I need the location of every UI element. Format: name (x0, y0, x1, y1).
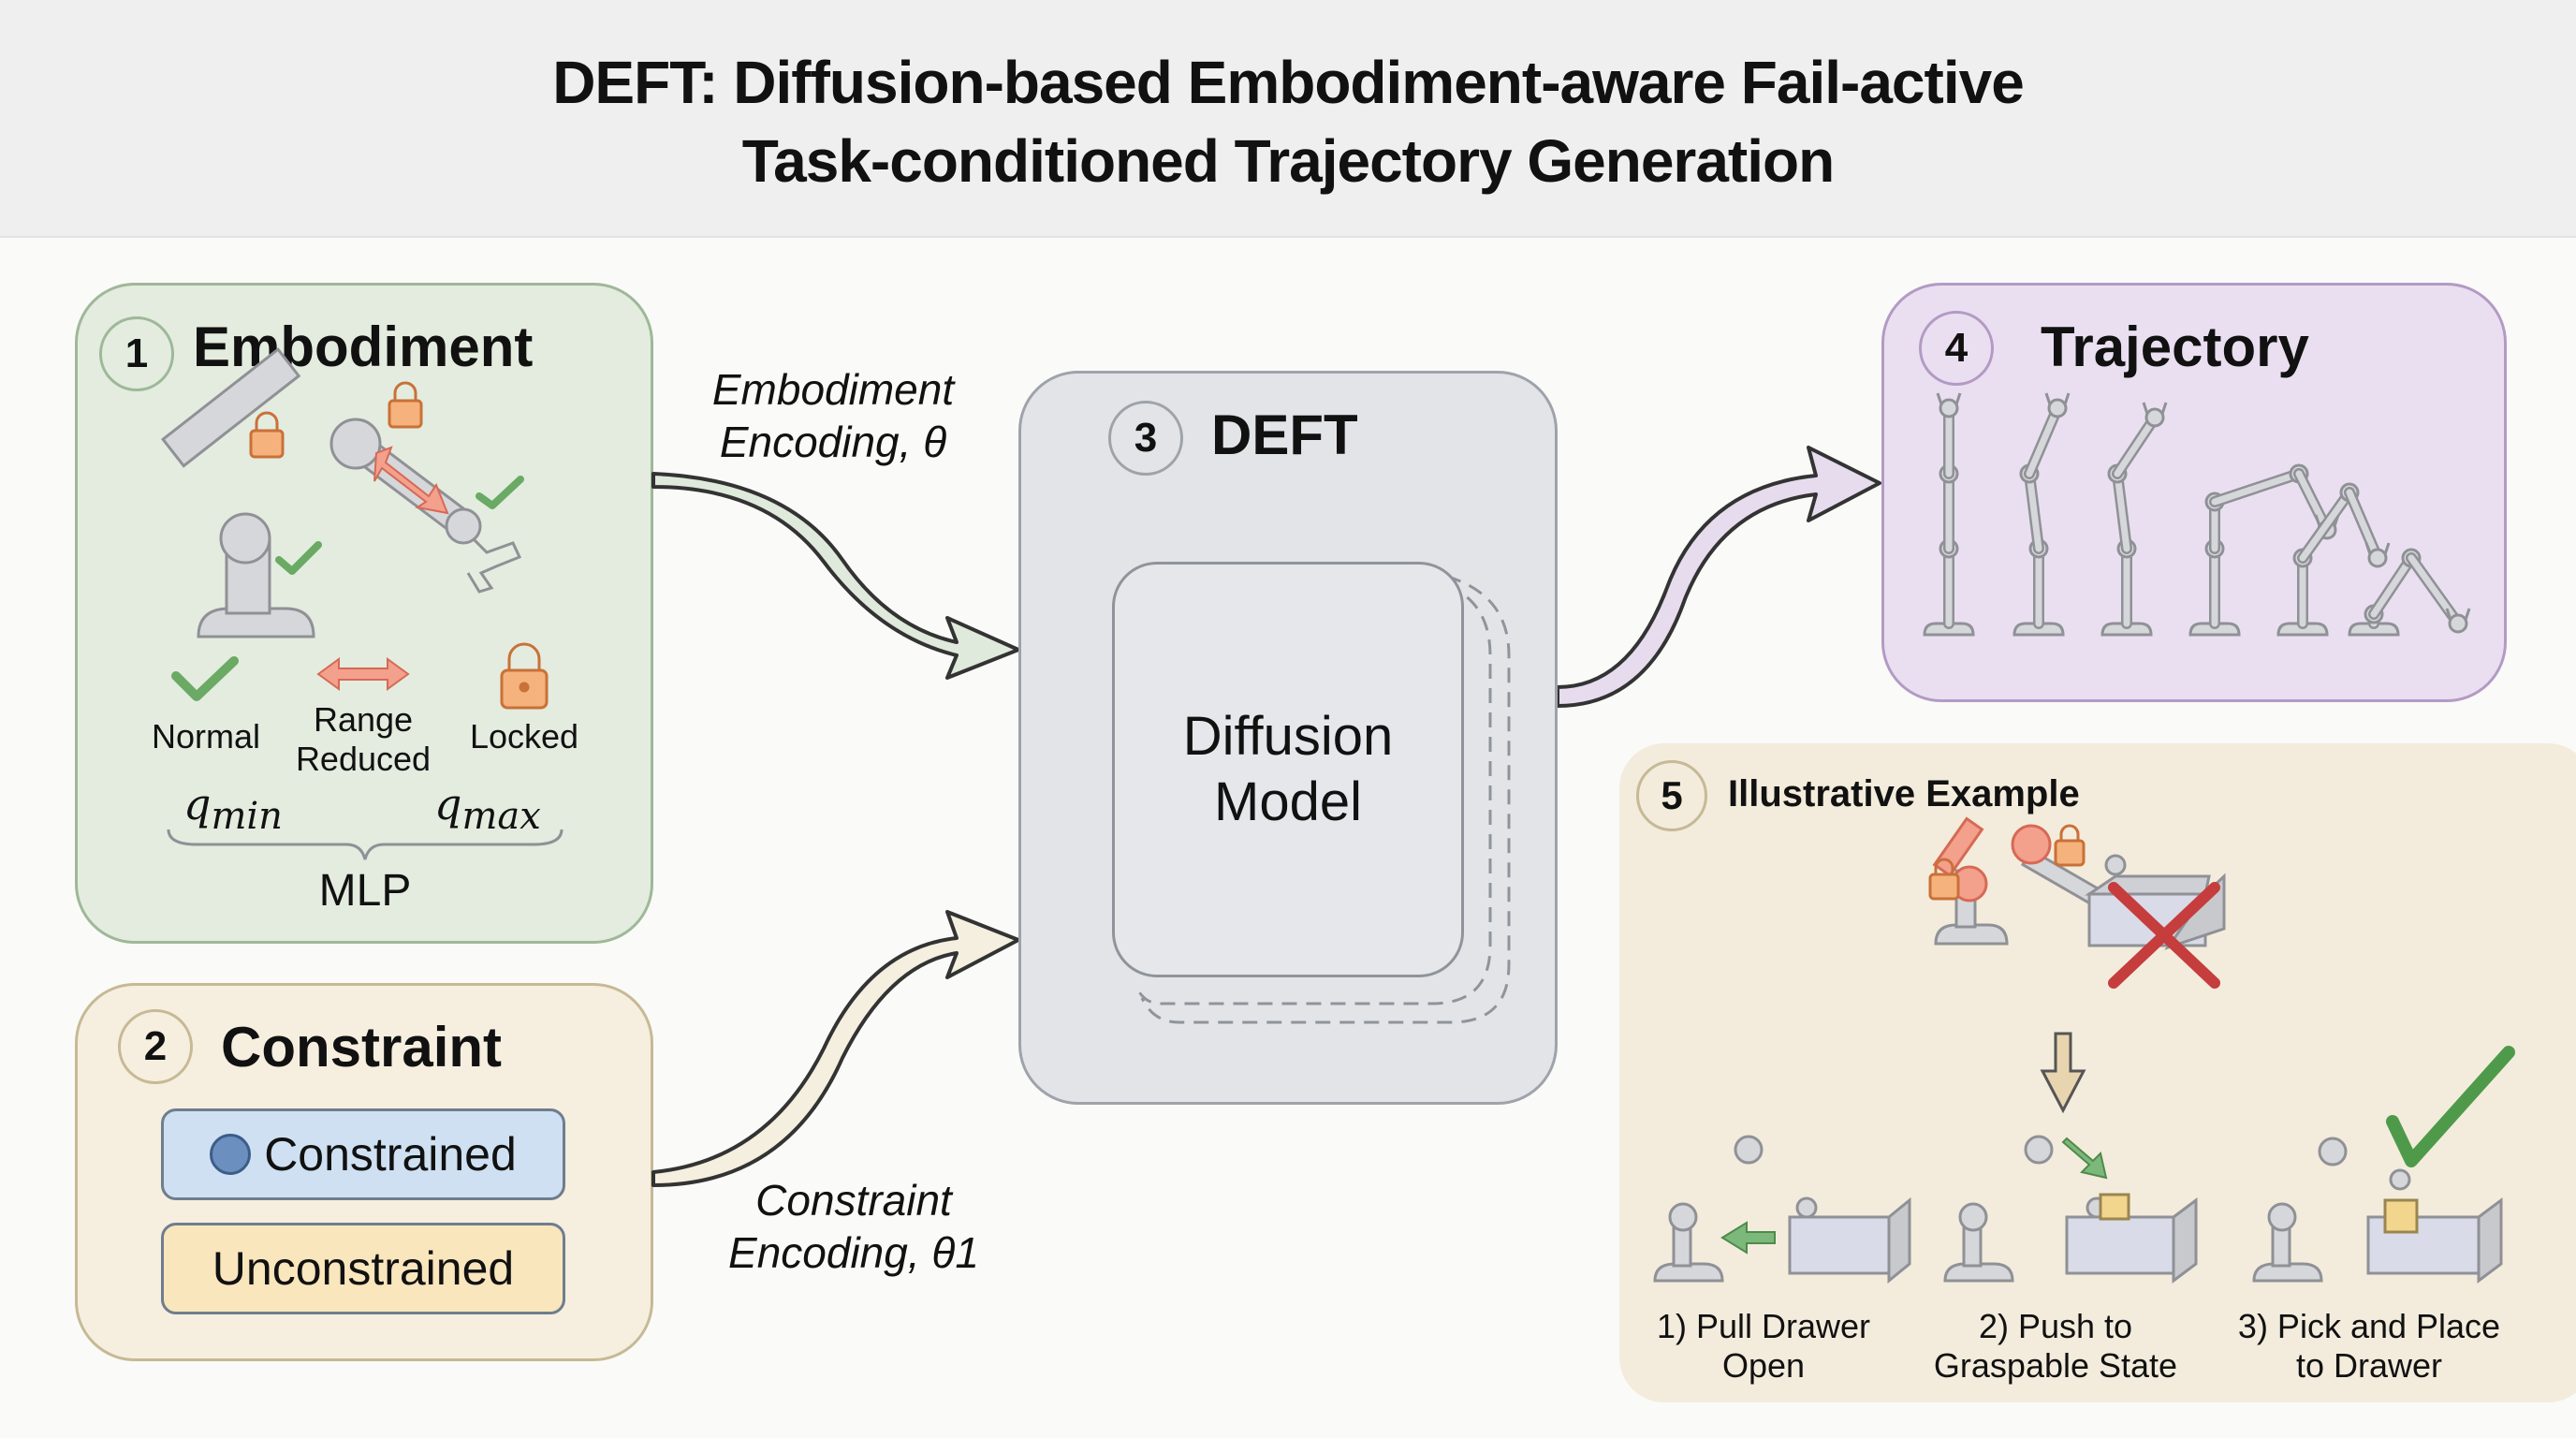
step-2-scene (1943, 1135, 2198, 1284)
legend-label-locked: Locked (469, 717, 579, 756)
legend-label-range-reduced-line2: Reduced (295, 740, 432, 778)
normal-checkmark-icon (171, 656, 239, 701)
step-2-label: 2) Push to Graspable State (1925, 1307, 2187, 1386)
step-1-label-line1: 1) Pull Drawer (1656, 1307, 1871, 1345)
failure-x-icon (2108, 882, 2220, 989)
q-min-label: qmin (183, 779, 283, 839)
step-1-label-line2: Open (1721, 1346, 1806, 1385)
push-arrow-icon (2061, 1137, 2108, 1180)
constrained-option[interactable]: Constrained (161, 1108, 565, 1200)
example-step-badge: 5 (1636, 760, 1707, 831)
example-title: Illustrative Example (1728, 773, 2080, 814)
constraint-encoding-line1: Constraint (755, 1176, 952, 1225)
trajectory-pose-3 (2100, 402, 2168, 637)
range-reduced-double-arrow-icon (316, 657, 410, 691)
step-3-scene (2252, 1046, 2515, 1284)
diffusion-model-block: Diffusion Model (1112, 562, 1464, 977)
trajectory-title: Trajectory (2041, 315, 2309, 378)
lock-icon (1928, 824, 2086, 901)
step-1-scene (1653, 1135, 1911, 1284)
diffusion-model-line1: Diffusion (1182, 706, 1394, 767)
legend-label-range-reduced: Range Reduced (281, 700, 446, 779)
failed-attempt-scene (1928, 816, 2226, 989)
constraint-step-badge: 2 (118, 1009, 193, 1084)
diagram-title-line2: Task-conditioned Trajectory Generation (741, 127, 1835, 195)
curly-brace (167, 829, 564, 860)
step-1-label: 1) Pull Drawer Open (1632, 1307, 1895, 1386)
embodiment-title: Embodiment (193, 315, 534, 378)
embodiment-encoding-line1: Embodiment (711, 365, 955, 414)
constraint-to-deft-arrow (651, 910, 1020, 1187)
embodiment-to-deft-arrow (651, 472, 1020, 680)
embodiment-panel (75, 283, 653, 944)
diffusion-model-line2: Model (1214, 771, 1362, 832)
embodiment-step-badge: 1 (99, 316, 174, 391)
cube-icon (2383, 1198, 2419, 1234)
deft-to-trajectory-arrow (1556, 446, 1881, 708)
locked-lock-icon (500, 642, 549, 710)
deft-title: DEFT (1211, 404, 1358, 466)
step-3-label: 3) Pick and Place to Drawer (2233, 1307, 2505, 1386)
range-reduced-arrow-icon (373, 446, 449, 515)
cube-icon (2099, 1193, 2130, 1221)
trajectory-step-badge: 4 (1919, 311, 1994, 386)
embodiment-encoding-line2: Encoding, θ (719, 418, 947, 466)
unconstrained-option[interactable]: Unconstrained (161, 1223, 565, 1314)
constraint-encoding-label: Constraint Encoding, θ1 (695, 1174, 1013, 1279)
trajectory-pose-2 (2012, 392, 2071, 637)
constraint-title: Constraint (221, 1016, 502, 1078)
constrained-option-label: Constrained (264, 1128, 517, 1181)
legend-label-normal: Normal (151, 717, 260, 756)
step-2-label-line1: 2) Push to (1978, 1307, 2133, 1345)
trajectory-pose-5 (2276, 482, 2391, 637)
success-checkmark-icon (2386, 1046, 2515, 1167)
trajectory-pose-6 (2348, 548, 2471, 637)
pull-arrow-icon (1720, 1221, 1776, 1255)
q-max-label: qmax (434, 779, 541, 839)
trajectory-pose-1 (1923, 392, 1975, 637)
lock-icon (249, 381, 423, 459)
down-arrow-icon (2040, 1032, 2086, 1114)
title-banner: DEFT: Diffusion-based Embodiment-aware F… (0, 0, 2576, 238)
legend-label-range-reduced-line1: Range (313, 700, 414, 739)
constraint-encoding-line2: Encoding, θ1 (728, 1228, 979, 1277)
unconstrained-option-label: Unconstrained (212, 1242, 515, 1295)
deft-step-badge: 3 (1108, 401, 1183, 476)
constrained-marker-icon (210, 1134, 252, 1175)
step-2-label-line2: Graspable State (1933, 1346, 2178, 1385)
checkmark-icon (275, 476, 524, 575)
example-panel (1619, 743, 2576, 1402)
step-3-label-line1: 3) Pick and Place (2237, 1307, 2501, 1345)
embodiment-encoding-label: Embodiment Encoding, θ (683, 363, 983, 468)
failed-joint-highlight (1932, 816, 2052, 902)
step-3-label-line2: to Drawer (2295, 1346, 2443, 1385)
diagram-title-line1: DEFT: Diffusion-based Embodiment-aware F… (552, 49, 2025, 116)
mlp-label: MLP (318, 866, 412, 916)
